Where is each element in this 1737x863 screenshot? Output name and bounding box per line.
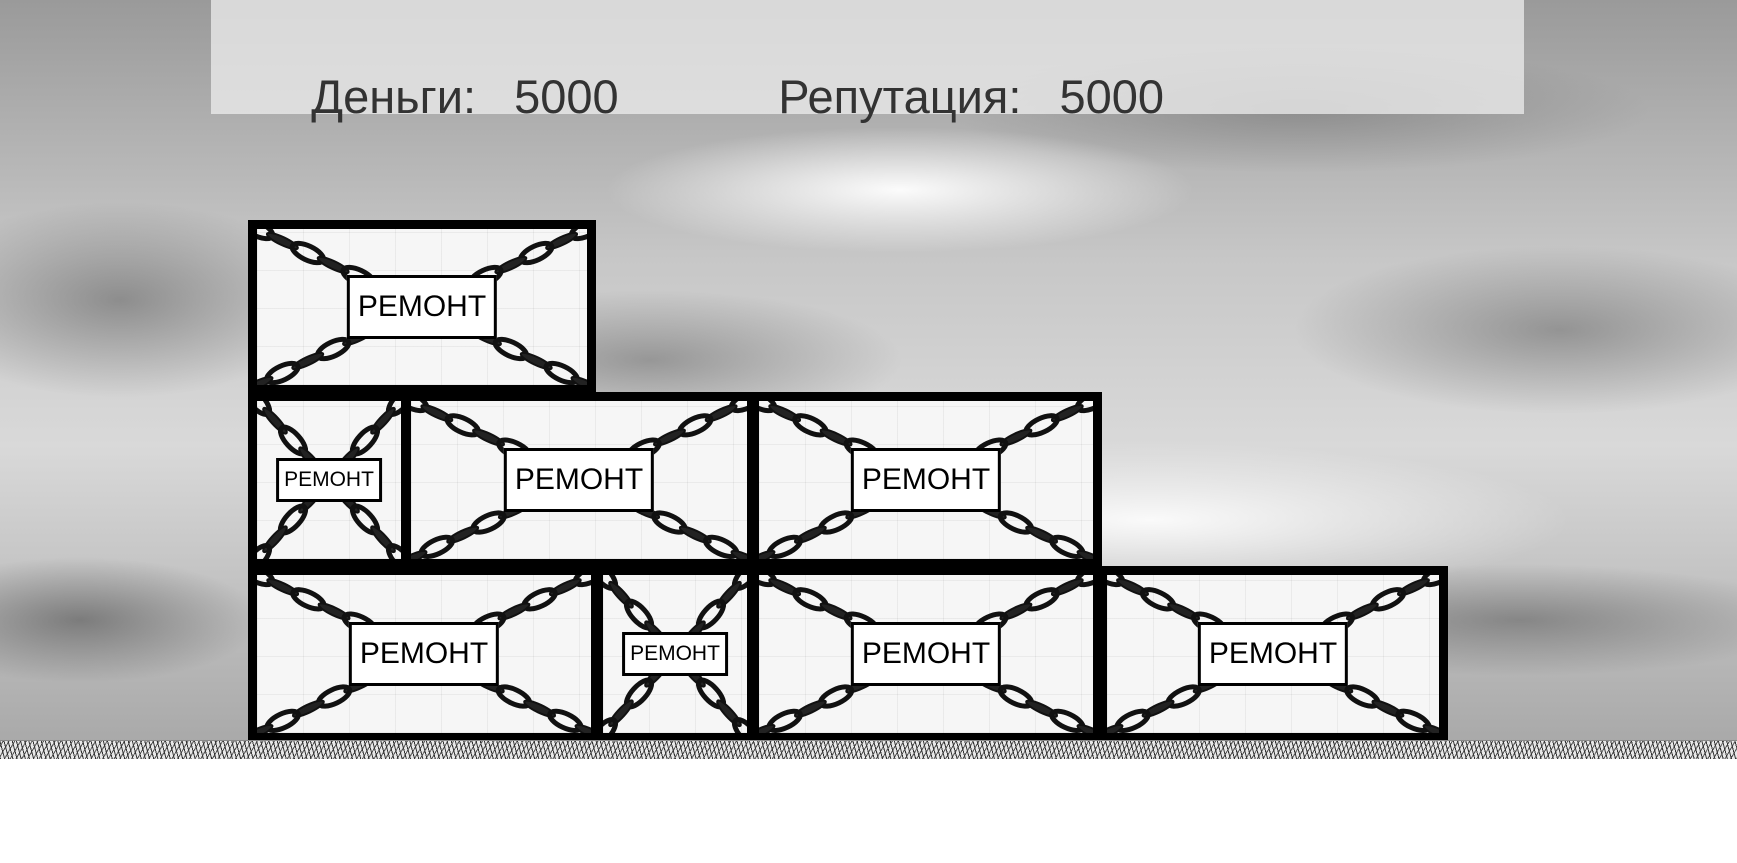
chain-link <box>793 525 827 544</box>
chain-link <box>574 723 591 733</box>
chain-link <box>1107 723 1124 733</box>
reputation-value: 5000 <box>1059 70 1164 123</box>
chain-link <box>716 580 742 609</box>
chain-link <box>608 580 634 609</box>
resource-panel: Деньги: 5000 Репутация: 5000 <box>211 0 1524 123</box>
money-label: Деньги: <box>311 70 477 123</box>
chain-link <box>1167 602 1201 621</box>
reputation-counter: Репутация: 5000 <box>726 14 1164 179</box>
chain-link <box>257 723 274 733</box>
chain-link <box>497 602 531 621</box>
chain-link <box>1371 699 1405 718</box>
chain-link <box>768 578 802 597</box>
chain-link <box>257 375 274 385</box>
chain-link <box>420 404 454 423</box>
chain-link <box>1116 578 1149 597</box>
chain-link <box>678 525 712 544</box>
chain-link <box>1141 699 1175 718</box>
chain-link <box>472 428 506 447</box>
chain-link <box>999 428 1033 447</box>
chain-link <box>716 699 742 728</box>
repair-sign[interactable]: РЕМОНТ <box>503 448 655 512</box>
chain-link <box>730 549 747 559</box>
chain-link <box>1422 723 1439 733</box>
chain-link <box>291 699 325 718</box>
chain-link <box>446 525 480 544</box>
chain-link <box>385 543 401 559</box>
locked-room-middle-center[interactable]: РЕМОНТ <box>402 392 756 568</box>
money-counter: Деньги: 5000 <box>259 14 619 179</box>
chain-link <box>1076 549 1093 559</box>
chain-link <box>1076 723 1093 733</box>
chain-link <box>262 525 288 554</box>
locked-room-bottom-center[interactable]: РЕМОНТ <box>750 566 1102 742</box>
chain-link <box>262 406 288 435</box>
chain-link <box>257 543 273 559</box>
chain-link <box>603 717 619 733</box>
chain-link <box>523 699 557 718</box>
chain-link <box>1397 578 1430 597</box>
chain-link <box>317 602 351 621</box>
locked-room-bottom-small[interactable]: РЕМОНТ <box>594 566 756 742</box>
chain-link <box>1345 602 1379 621</box>
chain-link <box>731 717 747 733</box>
locked-room-middle-right[interactable]: РЕМОНТ <box>750 392 1102 568</box>
chain-link <box>768 404 802 423</box>
repair-sign[interactable]: РЕМОНТ <box>276 458 382 502</box>
chain-link <box>759 723 776 733</box>
chain-link <box>548 578 582 597</box>
chain-link <box>1050 404 1084 423</box>
chain-link <box>370 406 396 435</box>
locked-room-bottom-left[interactable]: РЕМОНТ <box>248 566 600 742</box>
money-value: 5000 <box>514 70 619 123</box>
chain-link <box>652 428 686 447</box>
repair-sign[interactable]: РЕМОНТ <box>1197 622 1349 686</box>
chain-link <box>608 699 634 728</box>
reputation-label: Репутация: <box>778 70 1022 123</box>
repair-sign[interactable]: РЕМОНТ <box>850 622 1002 686</box>
repair-sign[interactable]: РЕМОНТ <box>346 275 498 339</box>
chain-link <box>1025 525 1059 544</box>
locked-room-top[interactable]: РЕМОНТ <box>248 220 596 394</box>
chain-link <box>819 428 853 447</box>
chain-link <box>411 549 428 559</box>
chain-link <box>793 699 827 718</box>
chain-link <box>1025 699 1059 718</box>
chain-link <box>370 525 396 554</box>
chain-link <box>570 375 587 385</box>
chain-link <box>759 549 776 559</box>
repair-sign[interactable]: РЕМОНТ <box>850 448 1002 512</box>
locked-room-bottom-right[interactable]: РЕМОНТ <box>1098 566 1448 742</box>
chain-link <box>266 578 300 597</box>
chain-link <box>999 602 1033 621</box>
ground-strip <box>0 740 1737 759</box>
repair-sign[interactable]: РЕМОНТ <box>622 632 728 676</box>
chain-link <box>1050 578 1084 597</box>
repair-sign[interactable]: РЕМОНТ <box>348 622 500 686</box>
locked-room-middle-small[interactable]: РЕМОНТ <box>248 392 410 568</box>
chain-link <box>704 404 738 423</box>
chain-link <box>819 602 853 621</box>
